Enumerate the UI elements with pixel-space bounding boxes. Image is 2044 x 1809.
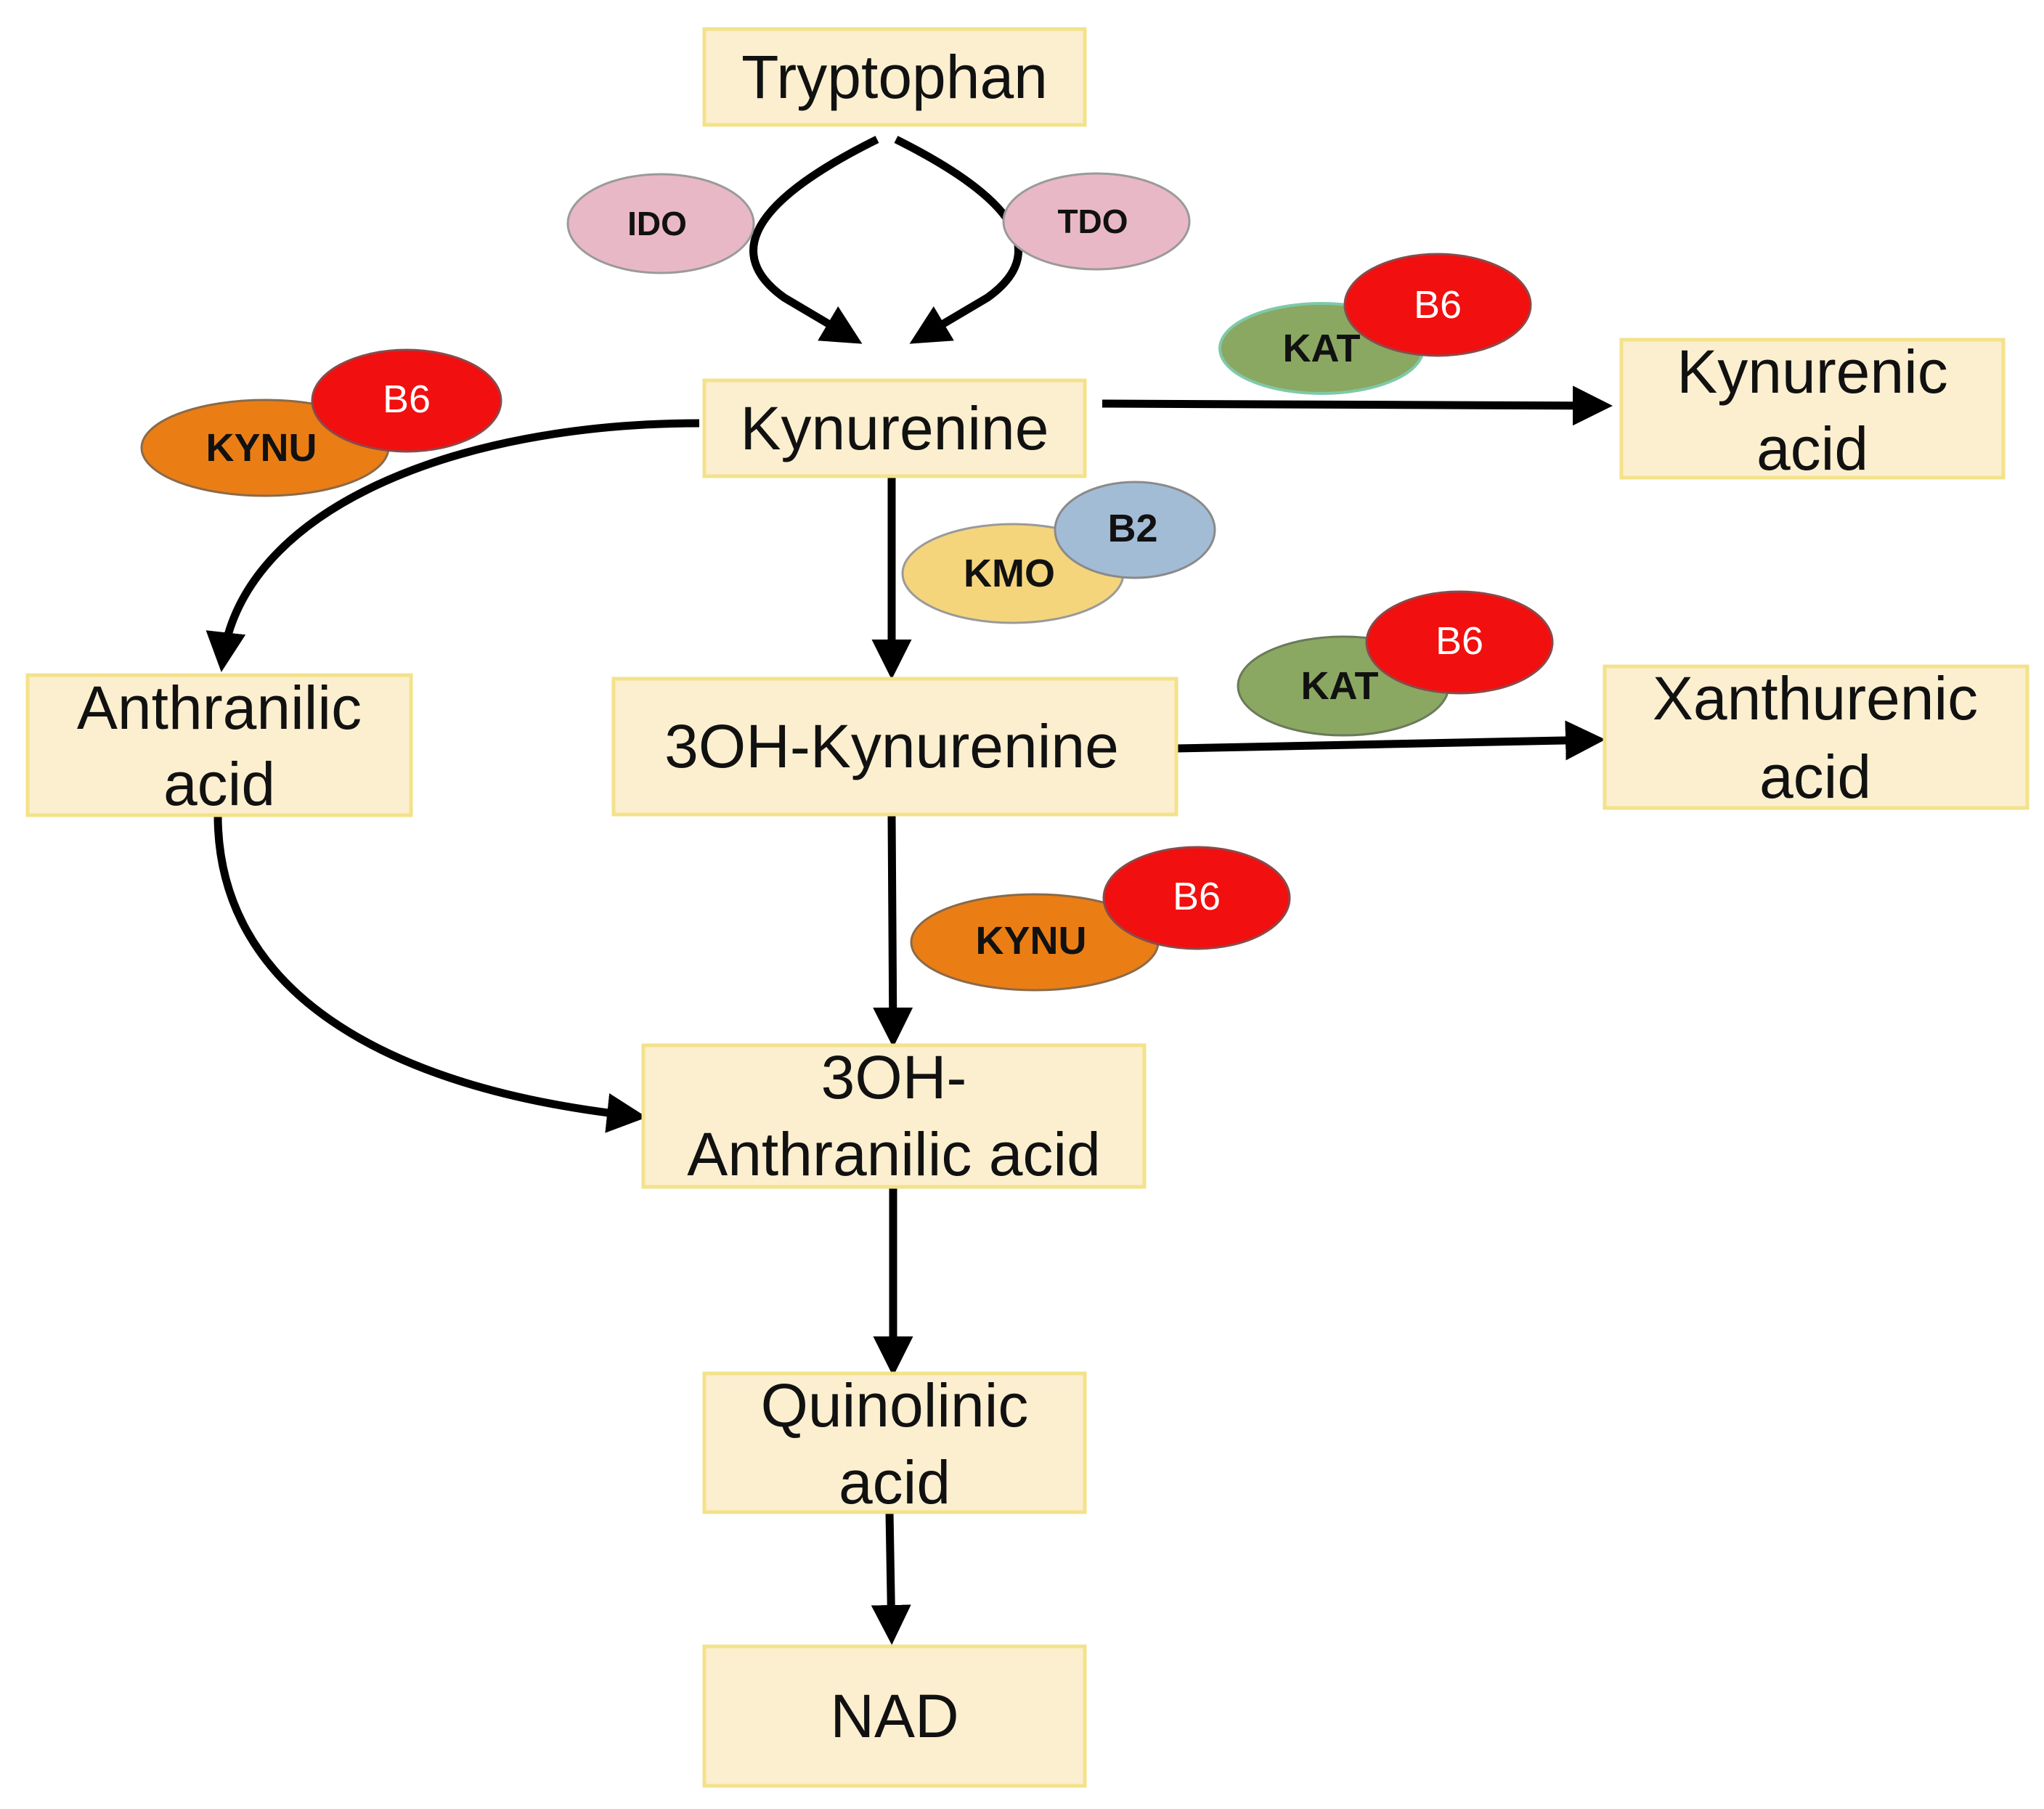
arrow-anthranilic-acid-to-oh-anthranilic-acid: [213, 814, 647, 1133]
node-quinolinic-acid: Quinolinic acid: [702, 1371, 1087, 1516]
arrow-kynurenine-to-kynurenic-acid: [1102, 385, 1613, 426]
arrow-kynurenine-to-anthranilic-acid: [205, 419, 700, 672]
node-oh-kynurenine-label: 3OH-Kynurenine: [664, 712, 1119, 780]
node-tryptophan-label: Tryptophan: [741, 43, 1048, 111]
enzyme-kmo-complex: KMO B2: [901, 481, 1216, 624]
cofactor-b2-kmo-shape: [1054, 481, 1216, 579]
cofactor-b6-kat-mid-shape: [1365, 590, 1554, 695]
node-kynurenic-acid: Kynurenic acid: [1619, 338, 2006, 483]
cofactor-b6-kynu-mid-label: B6: [1173, 875, 1221, 918]
cofactor-b6-kat-top-shape: [1343, 253, 1532, 357]
node-xanthurenic-acid-label-line2: acid: [1759, 743, 1871, 811]
node-quinolinic-acid-label-line2: acid: [839, 1448, 950, 1516]
node-quinolinic-acid-label-line1: Quinolinic: [761, 1371, 1029, 1440]
node-kynurenic-acid-label-line2: acid: [1756, 415, 1868, 483]
node-nad: NAD: [702, 1644, 1087, 1788]
node-kynurenic-acid-label-line1: Kynurenic: [1677, 338, 1948, 406]
node-nad-label: NAD: [830, 1682, 958, 1750]
cofactor-b6-kat-mid-label: B6: [1436, 619, 1483, 663]
node-tryptophan: Tryptophan: [702, 27, 1087, 127]
cofactor-b6-kynu-top-shape: [311, 348, 502, 453]
enzyme-kat-top-complex: KAT B6: [1218, 253, 1532, 395]
enzyme-kynu-mid-label: KYNU: [975, 919, 1086, 963]
enzyme-ido: IDO: [566, 173, 755, 274]
node-oh-anthranilic-acid: 3OH- Anthranilic acid: [641, 1043, 1147, 1189]
node-oh-anthranilic-acid-label-line2: Anthranilic acid: [687, 1120, 1101, 1188]
cofactor-b6-kynu-top-label: B6: [383, 377, 431, 421]
node-oh-kynurenine: 3OH-Kynurenine: [611, 677, 1178, 817]
arrow-oh-kynurenine-to-xanthurenic-acid: [1176, 720, 1605, 761]
enzyme-tdo: TDO: [1002, 172, 1191, 271]
arrow-tryptophan-to-kynurenine-left: [749, 136, 879, 344]
enzyme-kynu-top-label: KYNU: [205, 426, 317, 470]
enzyme-ido-shape: [566, 173, 755, 274]
node-anthranilic-acid: Anthranilic acid: [25, 673, 413, 818]
enzyme-tdo-label: TDO: [1057, 203, 1128, 240]
enzyme-kat-mid-label: KAT: [1301, 664, 1379, 708]
pathway-arrows: [205, 136, 1613, 1645]
arrow-tryptophan-to-kynurenine-right: [894, 136, 1022, 344]
cofactor-b6-kat-top-label: B6: [1414, 283, 1462, 327]
enzyme-ido-label: IDO: [627, 205, 687, 242]
cofactor-b2-kmo-label: B2: [1107, 507, 1157, 550]
node-anthranilic-acid-label-line2: acid: [163, 750, 275, 818]
arrow-oh-kynurenine-to-oh-anthranilic-acid: [873, 814, 913, 1048]
node-kynurenine: Kynurenine: [702, 378, 1087, 478]
enzyme-kat-top-label: KAT: [1283, 327, 1361, 370]
enzyme-kynu-top-complex: KYNU B6: [140, 348, 502, 497]
cofactor-b6-kynu-mid-shape: [1102, 846, 1291, 950]
node-xanthurenic-acid-label-line1: Xanthurenic: [1653, 664, 1978, 732]
enzyme-kynu-mid-complex: KYNU B6: [910, 846, 1291, 992]
arrow-quinolinic-acid-to-nad: [871, 1511, 911, 1645]
node-oh-anthranilic-acid-label-line1: 3OH-: [821, 1043, 967, 1111]
node-xanthurenic-acid: Xanthurenic acid: [1603, 664, 2029, 811]
enzyme-tdo-shape: [1002, 172, 1191, 271]
node-anthranilic-acid-label-line1: Anthranilic: [77, 674, 362, 742]
node-kynurenine-label: Kynurenine: [741, 394, 1049, 462]
enzyme-kat-mid-complex: KAT B6: [1237, 590, 1554, 737]
enzyme-kmo-label: KMO: [964, 552, 1055, 595]
